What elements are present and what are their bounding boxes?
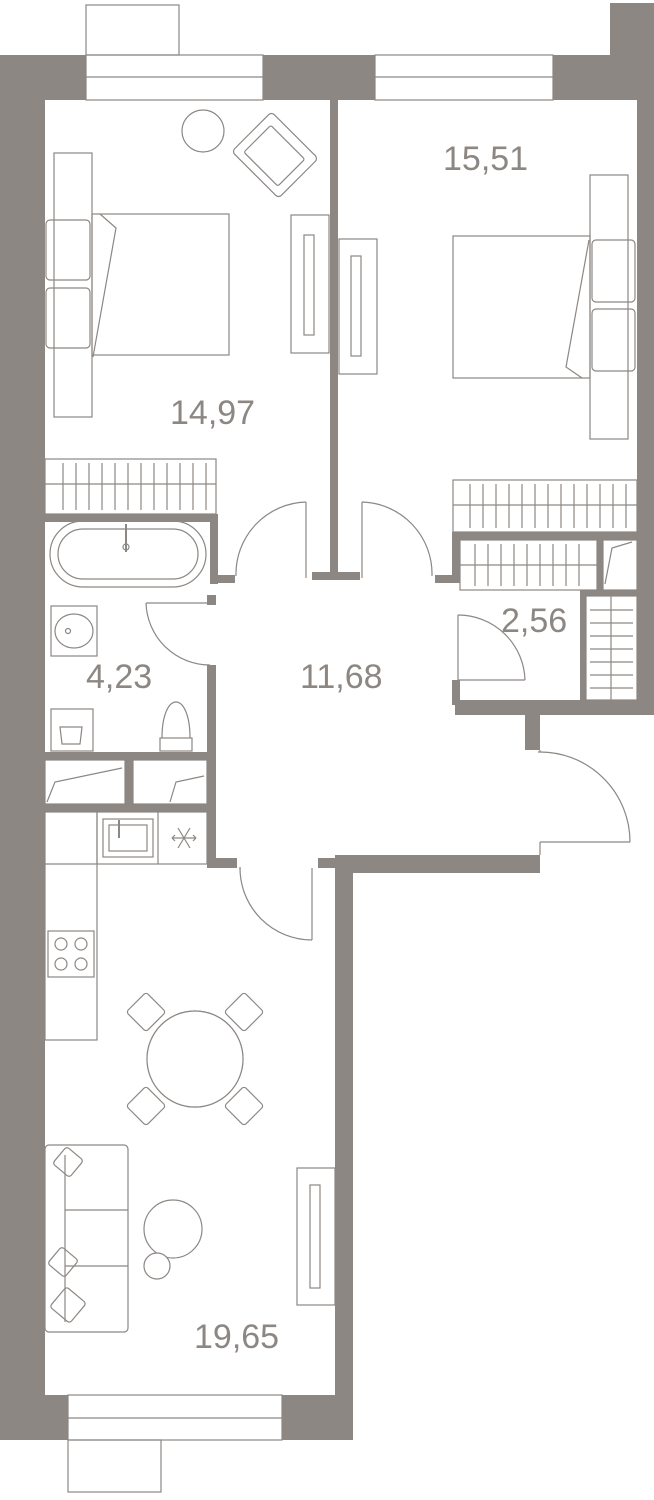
area-label-bedroom-2: 15,51	[443, 140, 528, 178]
kitchen-furniture	[44, 811, 264, 1126]
area-label-bedroom-1: 14,97	[170, 394, 255, 432]
area-label-storage: 2,56	[501, 602, 567, 640]
bedroom-2-furniture	[338, 174, 638, 533]
area-label-hall: 11,68	[300, 658, 383, 696]
closets	[44, 759, 208, 805]
doors	[145, 501, 631, 941]
bedroom-1-furniture	[44, 109, 330, 515]
windows	[67, 4, 554, 1493]
walls	[0, 3, 654, 1440]
area-labels: 14,97 15,51 11,68 4,23 2,56 19,65	[86, 140, 567, 1356]
storage-furniture	[459, 539, 638, 701]
area-label-bathroom: 4,23	[86, 658, 152, 696]
living-furniture	[44, 1144, 336, 1333]
area-label-living-kitchen: 19,65	[194, 1318, 279, 1356]
bathroom-fixtures	[49, 520, 207, 752]
